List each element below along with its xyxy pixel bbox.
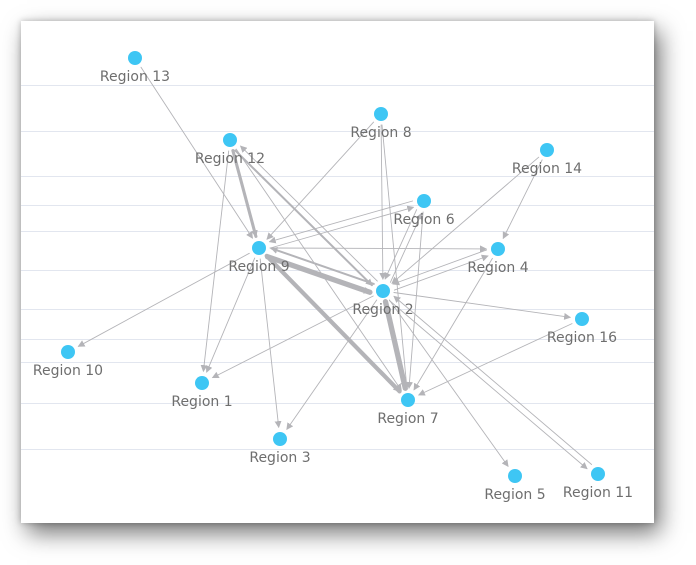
node-dot[interactable] [223, 133, 237, 147]
node-dot[interactable] [575, 312, 589, 326]
edge-r2-to-r12 [239, 145, 378, 282]
edge-r2-to-r7 [382, 299, 408, 391]
background-stripe [21, 176, 654, 177]
node-r4[interactable]: Region 4 [467, 242, 529, 276]
node-r16[interactable]: Region 16 [547, 312, 617, 346]
node-r3[interactable]: Region 3 [249, 432, 311, 466]
background-stripe [21, 403, 654, 404]
node-label: Region 13 [100, 69, 170, 85]
node-dot[interactable] [195, 376, 209, 390]
node-r6[interactable]: Region 6 [393, 194, 455, 228]
node-r5[interactable]: Region 5 [484, 469, 546, 503]
node-label: Region 11 [563, 485, 633, 501]
node-label: Region 7 [377, 411, 438, 427]
edge-r9-to-r2 [264, 254, 373, 295]
edge-r13-to-r9 [140, 66, 253, 239]
background-stripe [21, 339, 654, 340]
node-r13[interactable]: Region 13 [100, 51, 170, 85]
background-stripe [21, 205, 654, 206]
node-dot[interactable] [61, 345, 75, 359]
edge-r4-to-r2 [392, 249, 488, 286]
node-label: Region 3 [249, 450, 310, 466]
node-r7[interactable]: Region 7 [377, 393, 439, 427]
node-dot[interactable] [491, 242, 505, 256]
node-dot[interactable] [252, 241, 266, 255]
node-dot[interactable] [128, 51, 142, 65]
edge-r8-to-r7 [381, 124, 410, 390]
edge-layer [77, 66, 593, 470]
node-r11[interactable]: Region 11 [563, 467, 633, 501]
edge-r8-to-r2 [379, 124, 387, 280]
edge-r2-to-r11 [388, 300, 588, 470]
edge-r9-to-r1 [205, 257, 256, 373]
edge-r9-to-r10 [77, 252, 250, 347]
node-r8[interactable]: Region 8 [350, 107, 412, 141]
edge-r2-to-r9 [270, 247, 375, 285]
background-stripe [21, 362, 654, 363]
edge-r11-to-r2 [393, 295, 593, 465]
edge-r9-to-r3 [259, 258, 282, 429]
node-label: Region 14 [512, 161, 582, 177]
edge-r2-to-r16 [393, 292, 572, 320]
edge-r6-to-r2 [384, 209, 418, 280]
background-stripe [21, 231, 654, 232]
node-dot[interactable] [374, 107, 388, 121]
node-label: Region 2 [352, 302, 413, 318]
edge-r2-to-r3 [286, 299, 378, 431]
node-r10[interactable]: Region 10 [33, 345, 103, 379]
edge-r2-to-r1 [211, 295, 374, 379]
edge-r2-to-r6 [389, 212, 423, 283]
edge-r14-to-r2 [391, 156, 540, 284]
edge-r9-to-r4 [269, 245, 487, 253]
edge-r9-to-r6 [269, 205, 415, 249]
node-r1[interactable]: Region 1 [171, 376, 233, 410]
node-label: Region 8 [350, 125, 411, 141]
edge-r2-to-r5 [388, 299, 509, 468]
edge-r2-to-r4 [393, 254, 489, 291]
background-stripe [21, 85, 654, 86]
edge-r16-to-r7 [417, 323, 573, 396]
node-label: Region 1 [171, 394, 232, 410]
edge-r12-to-r9 [231, 149, 258, 238]
node-dot[interactable] [417, 194, 431, 208]
node-dot[interactable] [591, 467, 605, 481]
edge-r14-to-r4 [502, 159, 543, 240]
edge-r9-to-r7 [264, 253, 402, 394]
edge-r12-to-r2 [234, 149, 373, 287]
edge-r6-to-r7 [405, 211, 424, 389]
node-dot[interactable] [376, 284, 390, 298]
background-stripe [21, 309, 654, 310]
node-label: Region 5 [484, 487, 545, 503]
edge-r6-to-r9 [268, 200, 414, 244]
node-r14[interactable]: Region 14 [512, 143, 582, 177]
network-graph: Region 13 Region 8 Region 12 Region 14 Regio… [33, 51, 633, 503]
node-dot[interactable] [401, 393, 415, 407]
node-label: Region 10 [33, 363, 103, 379]
graph-canvas: Region 13 Region 8 Region 12 Region 14 Regio… [21, 21, 654, 523]
edge-r12-to-r1 [200, 150, 230, 373]
background-stripe [21, 131, 654, 132]
node-label: Region 9 [228, 259, 289, 275]
background-stripe [21, 449, 654, 450]
node-label: Region 12 [195, 151, 265, 167]
node-dot[interactable] [273, 432, 287, 446]
node-label: Region 6 [393, 212, 454, 228]
node-dot[interactable] [540, 143, 554, 157]
node-label: Region 16 [547, 330, 617, 346]
node-dot[interactable] [508, 469, 522, 483]
node-label: Region 4 [467, 260, 528, 276]
edge-r4-to-r7 [413, 257, 493, 391]
node-r9[interactable]: Region 9 [228, 241, 290, 275]
node-r2[interactable]: Region 2 [352, 284, 414, 318]
node-r12[interactable]: Region 12 [195, 133, 265, 167]
edge-r12-to-r7 [235, 148, 402, 391]
node-layer: Region 13 Region 8 Region 12 Region 14 Regio… [33, 51, 633, 503]
